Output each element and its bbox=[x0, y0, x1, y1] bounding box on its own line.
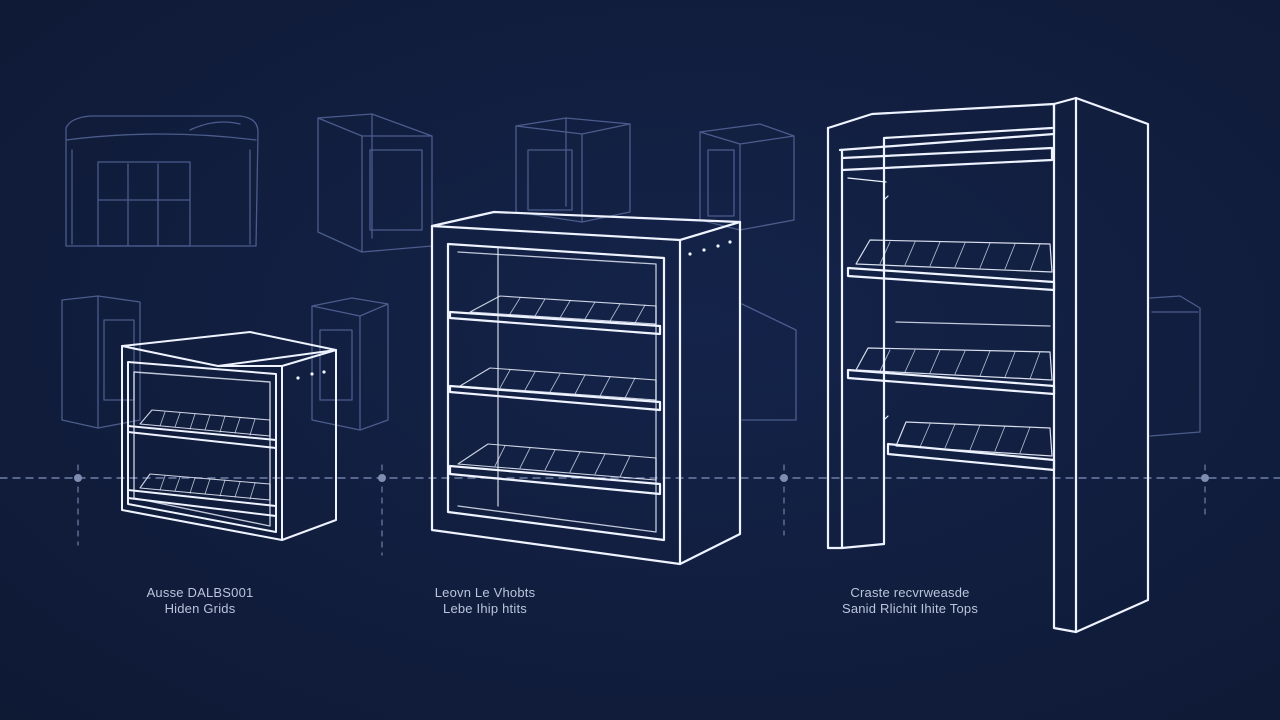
small-open-shelf-cabinet bbox=[121, 331, 337, 541]
caption-small-cabinet-line1: Ausse DALBS001 bbox=[146, 585, 254, 600]
tall-glass-shelf-cabinet bbox=[430, 210, 742, 566]
caption-small-cabinet: Ausse DALBS001 Hiden Grids bbox=[120, 585, 280, 617]
background-sketches bbox=[61, 113, 1201, 437]
caption-large-cabinet-line1: Craste recvrweasde bbox=[850, 585, 970, 600]
caption-medium-cabinet: Leovn Le Vhobts Lebe Ihip htits bbox=[400, 585, 570, 617]
caption-medium-cabinet-line1: Leovn Le Vhobts bbox=[434, 585, 536, 600]
caption-small-cabinet-line2: Hiden Grids bbox=[164, 601, 236, 616]
caption-large-cabinet: Craste recvrweasde Sanid Rlichit Ihite T… bbox=[820, 585, 1000, 617]
dimension-nodes bbox=[74, 474, 1209, 482]
caption-medium-cabinet-line2: Lebe Ihip htits bbox=[443, 601, 527, 616]
caption-large-cabinet-line2: Sanid Rlichit Ihite Tops bbox=[841, 601, 979, 616]
large-open-door-cabinet bbox=[826, 96, 1150, 634]
